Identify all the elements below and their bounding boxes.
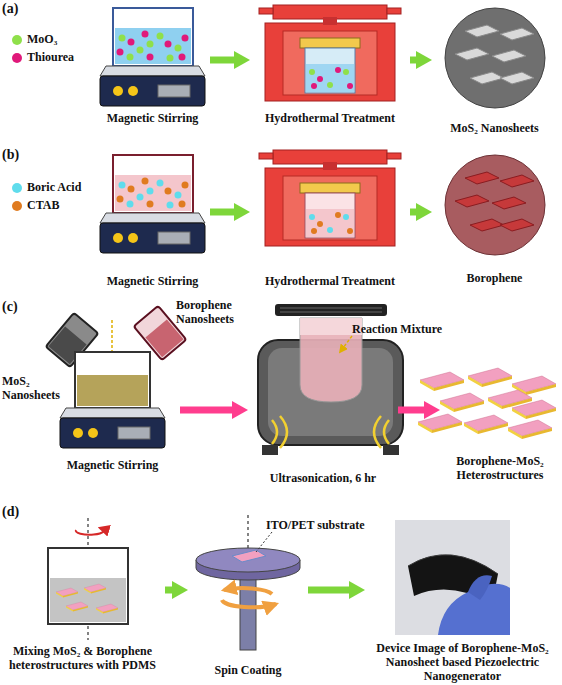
legend-swatch (12, 35, 22, 45)
flow-arrow (308, 587, 355, 594)
stirring-beaker (75, 352, 150, 408)
spin-coater (196, 548, 300, 650)
nanosheet-sample (445, 155, 545, 255)
step-caption: Device Image of Borophene-MoS₂ Nanosheet… (365, 641, 560, 683)
legend-text: MoO₃ (27, 32, 57, 47)
autoclave (300, 183, 360, 238)
legend-text: Boric Acid (27, 180, 81, 195)
hot-plate (60, 408, 165, 448)
step-caption: Borophene-MoS₂ Heterostructures (440, 454, 560, 482)
flow-arrow (210, 209, 240, 216)
part-label: Borophene Nanosheets (176, 298, 248, 326)
hot-plate (100, 66, 205, 106)
legend-swatch (12, 201, 22, 211)
process-step: Hydrothermal Treatment (250, 2, 410, 125)
flow-arrow (410, 209, 422, 216)
hydrothermal-oven (259, 5, 401, 101)
step-caption: Borophene (467, 271, 523, 285)
part-label: ITO/PET substrate (266, 518, 386, 532)
rotation-arrow (76, 528, 104, 535)
process-step: MoS₂ Nanosheets (432, 2, 557, 135)
legend-entry: Boric Acid (12, 180, 81, 195)
stirring-beaker (113, 155, 193, 213)
leader-line (256, 532, 272, 552)
legend-entry: MoO₃ (12, 32, 57, 47)
step-caption: Ultrasonication, 6 hr (270, 471, 376, 485)
legend-text: CTAB (27, 198, 59, 213)
flow-arrow (410, 57, 422, 64)
panel-letter: (d) (2, 505, 32, 519)
flow-arrow (180, 407, 238, 414)
hydrothermal-oven (259, 150, 401, 246)
device-photo (395, 520, 510, 635)
step-caption: Spin Coating (214, 663, 281, 677)
process-step: Spin Coating (188, 515, 308, 677)
process-step: Magnetic Stirring (45, 330, 180, 472)
process-step: Magnetic Stirring (95, 148, 210, 288)
step-caption: MoS₂ Nanosheets (450, 121, 539, 135)
nanosheet-sample (445, 8, 545, 108)
panel-letter: (c) (2, 300, 32, 314)
legend-swatch (12, 183, 22, 193)
step-caption: Mixing MoS₂ & Borophene heterostructures… (0, 644, 165, 672)
step-caption: Magnetic Stirring (107, 111, 199, 125)
process-step: Borophene-MoS₂ Heterostructures (440, 360, 560, 482)
hot-plate (100, 213, 205, 253)
legend-swatch (12, 53, 22, 63)
process-step: Hydrothermal Treatment (250, 140, 410, 288)
legend-entry: CTAB (12, 198, 59, 213)
part-label: Reaction Mixture (352, 322, 472, 336)
axis-line (247, 515, 248, 552)
mixing-beaker (48, 548, 128, 624)
legend-text: Thiourea (27, 50, 74, 65)
step-caption: Magnetic Stirring (107, 274, 199, 288)
step-caption: Hydrothermal Treatment (265, 274, 395, 288)
part-label: MoS₂ Nanosheets (2, 374, 64, 402)
panel-letter: (b) (2, 148, 32, 162)
step-caption: Hydrothermal Treatment (265, 111, 395, 125)
autoclave (300, 38, 360, 93)
flow-arrow (398, 407, 430, 414)
process-step: Magnetic Stirring (95, 5, 210, 125)
process-step: Borophene (432, 148, 557, 285)
flow-arrow (165, 587, 178, 594)
flow-arrow (210, 57, 240, 64)
leader-line (340, 336, 352, 352)
stirring-beaker (113, 8, 193, 66)
process-step: Device Image of Borophene-MoS₂ Nanosheet… (365, 515, 560, 683)
panel-letter: (a) (2, 2, 32, 16)
heterostructure-sheets (418, 368, 556, 439)
process-step: Mixing MoS₂ & Borophene heterostructures… (0, 520, 165, 672)
legend-entry: Thiourea (12, 50, 74, 65)
step-caption: Magnetic Stirring (67, 458, 159, 472)
